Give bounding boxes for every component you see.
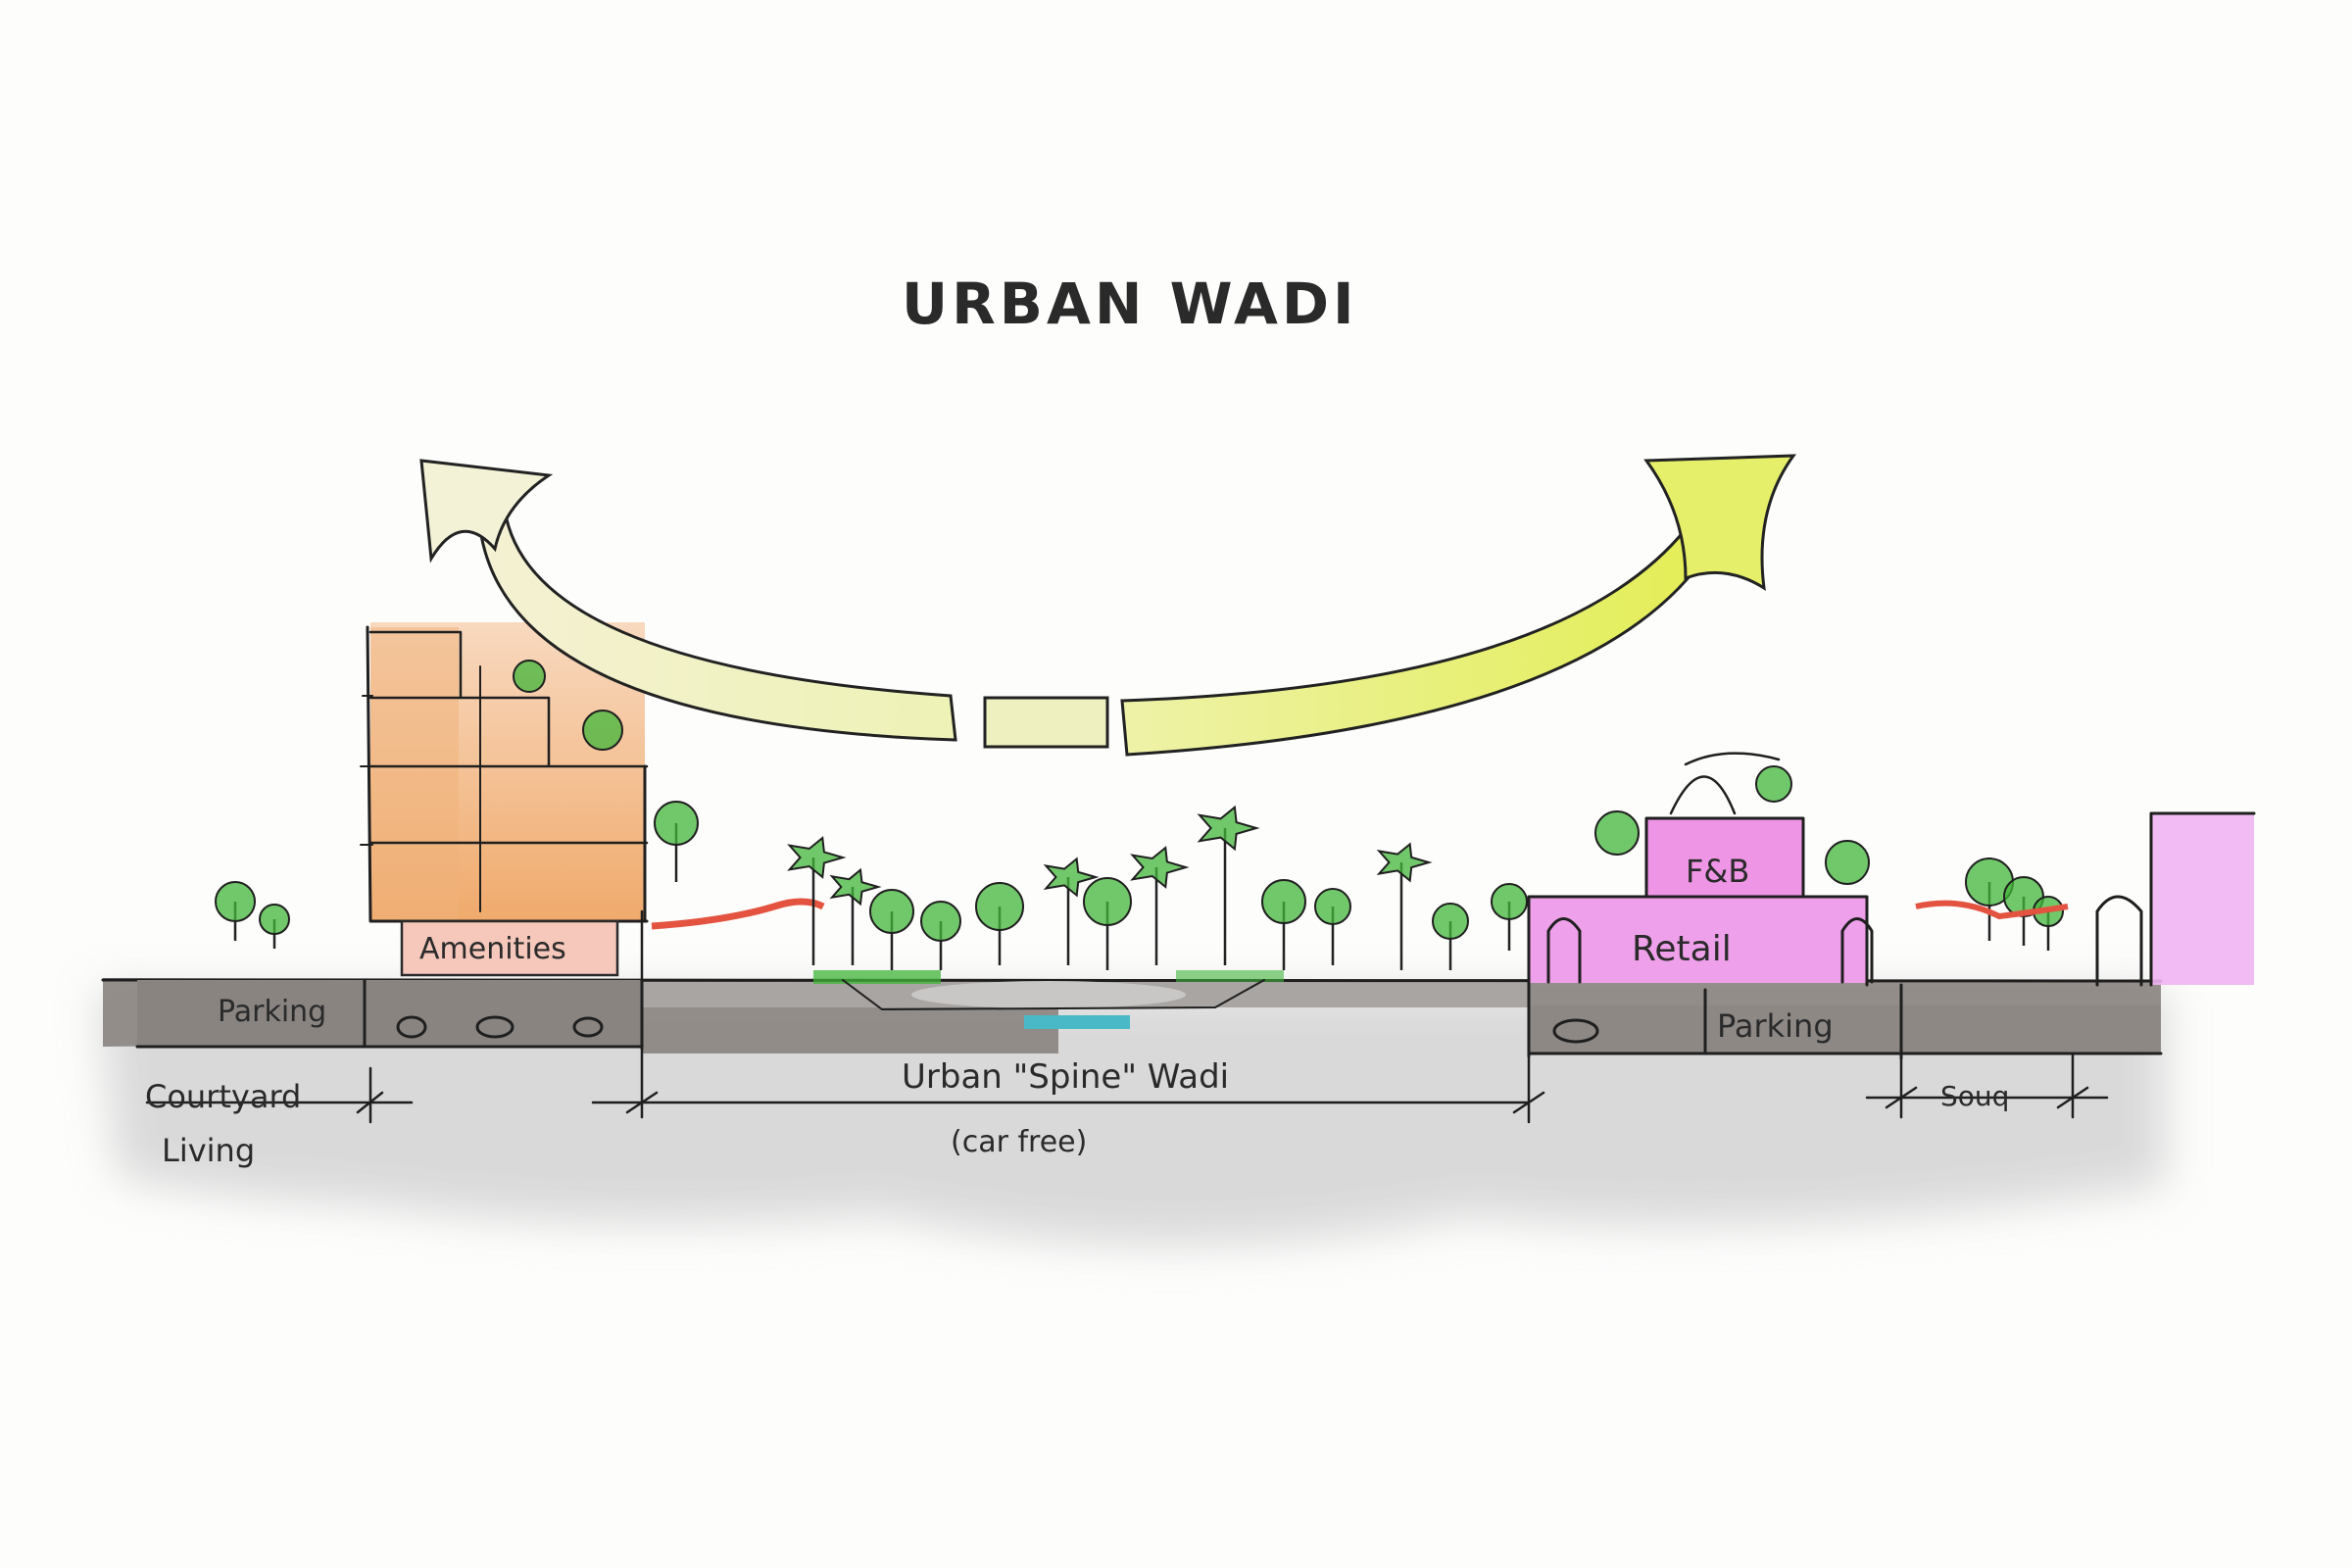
parking-block-right — [1529, 1005, 2161, 1054]
amenities-label: Amenities — [419, 932, 566, 966]
parking-label-left: Parking — [218, 995, 326, 1029]
courtyard-label-line1: Courtyard — [145, 1078, 301, 1115]
tree-icon — [513, 660, 546, 693]
tree-icon — [975, 882, 1024, 965]
palm-tree-icon — [1197, 805, 1260, 965]
tree-icon — [1432, 903, 1469, 970]
fb-label: F&B — [1686, 853, 1749, 890]
retail-label: Retail — [1632, 929, 1732, 969]
dimension-lines — [145, 909, 2109, 1124]
tree-icon — [1083, 877, 1132, 970]
retail-building — [1527, 816, 1874, 987]
palm-tree-icon — [1043, 857, 1100, 965]
parking-label-right: Parking — [1717, 1007, 1834, 1045]
airflow-arrow-middle — [983, 696, 1109, 749]
parking-outline-right — [1527, 980, 2163, 1060]
parking-car-right — [1552, 1018, 1599, 1044]
tree-icon — [920, 901, 961, 970]
spine-label: Urban "Spine" Wadi — [902, 1057, 1229, 1097]
spine-vegetation — [813, 970, 1284, 1029]
tree-icon — [1491, 883, 1528, 951]
tree-icon — [1825, 840, 1870, 885]
courtyard-parking-block — [137, 980, 642, 1047]
car-free-label: (car free) — [951, 1125, 1087, 1159]
palm-tree-icon — [1376, 842, 1433, 970]
tree-icon — [215, 881, 256, 941]
water-channel — [1024, 1015, 1130, 1029]
palm-tree-icon — [1130, 846, 1190, 965]
parking-cars-left — [396, 1015, 604, 1039]
tree-icon — [259, 904, 290, 949]
palm-tree-icon — [787, 836, 847, 965]
amenities-block — [400, 919, 619, 977]
airflow-arrow-right — [1120, 454, 1797, 757]
fb-canopy — [1669, 752, 1781, 815]
courtyard-label-line2: Living — [162, 1132, 255, 1169]
diagram-title: URBAN WADI — [902, 270, 1358, 337]
palm-tree-icon — [829, 867, 882, 965]
tree-icon — [869, 889, 914, 970]
tree-group — [215, 660, 2064, 970]
tree-icon — [582, 710, 623, 751]
tree-icon — [1314, 888, 1351, 965]
pedestrian-path-left — [651, 898, 825, 930]
tree-icon — [1261, 879, 1306, 970]
souq-label: Souq — [1940, 1080, 2009, 1112]
tree-icon — [654, 801, 699, 882]
tree-icon — [1594, 810, 1640, 856]
souq-edge-building — [1915, 811, 2256, 987]
tree-icon — [1755, 765, 1792, 803]
tree-icon — [2033, 896, 2064, 951]
airflow-arrow-left — [419, 459, 957, 742]
